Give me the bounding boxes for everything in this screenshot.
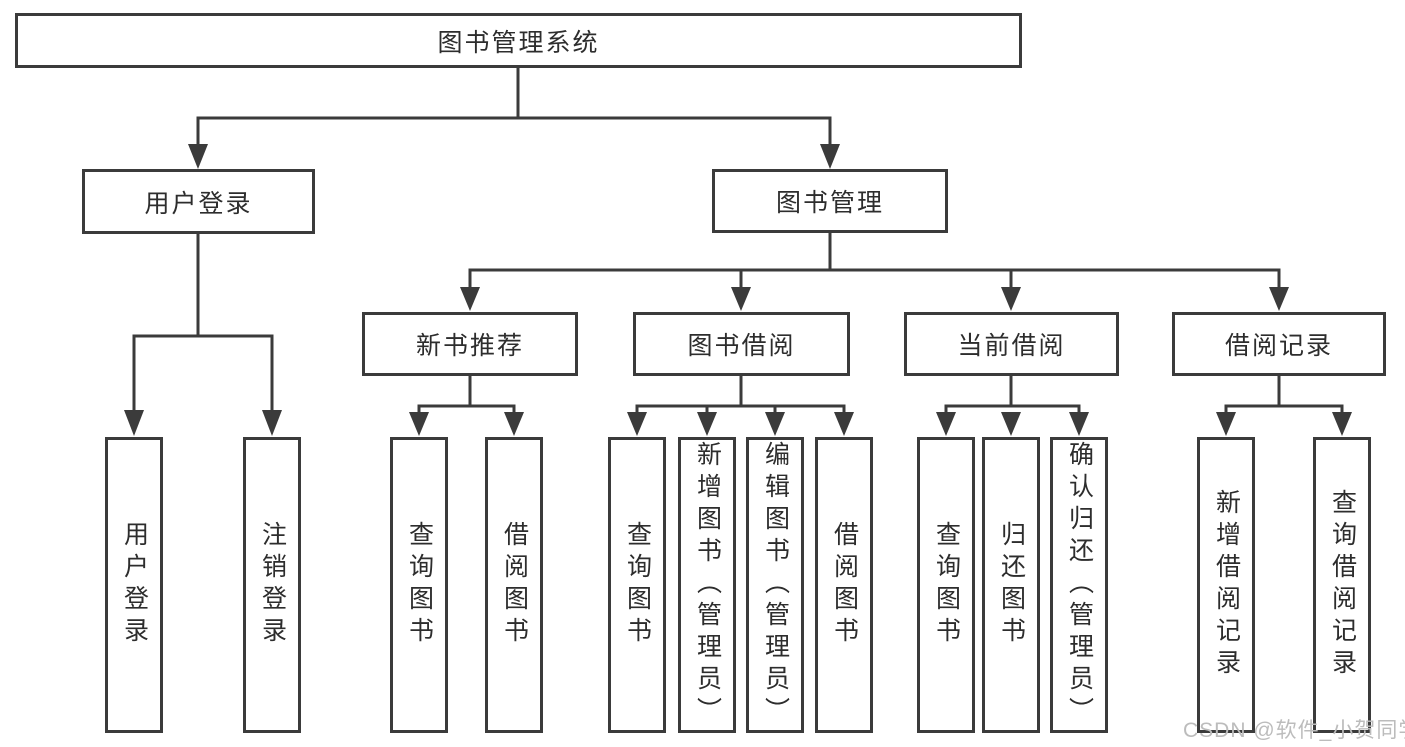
node-current-borrow: 当前借阅 <box>904 312 1119 376</box>
leaf-label: 借阅图书 <box>500 521 529 649</box>
leaf-label: 编辑图书（管理员） <box>761 441 790 729</box>
connector-root-to-level2 <box>196 66 832 148</box>
leaf-query-borrow-record: 查询借阅记录 <box>1313 437 1371 733</box>
leaf-add-borrow-record: 新增借阅记录 <box>1197 437 1255 733</box>
leaf-confirm-return-admin: 确认归还（管理员） <box>1050 437 1108 733</box>
node-label: 当前借阅 <box>957 332 1066 360</box>
node-system-root: 图书管理系统 <box>15 13 1022 68</box>
leaf-borrow-books: 借阅图书 <box>815 437 873 733</box>
connector-current-to-leaves <box>944 374 1081 416</box>
arrowhead <box>834 412 854 436</box>
leaf-borrow-books: 借阅图书 <box>485 437 543 733</box>
node-label: 借阅记录 <box>1224 332 1333 360</box>
leaf-label: 归还图书 <box>997 521 1026 649</box>
leaf-add-books-admin: 新增图书（管理员） <box>678 437 736 733</box>
leaf-label: 查询图书 <box>932 521 961 649</box>
connector-record-to-leaves <box>1224 374 1344 416</box>
node-label: 图书借阅 <box>687 332 796 360</box>
leaf-label: 新增图书（管理员） <box>693 441 722 729</box>
node-label: 新书推荐 <box>415 332 524 360</box>
arrowhead <box>262 410 282 436</box>
connector-newrec-to-leaves <box>417 374 516 416</box>
leaf-query-books: 查询图书 <box>917 437 975 733</box>
leaf-label: 查询借阅记录 <box>1328 489 1357 681</box>
arrowhead <box>936 412 956 436</box>
node-borrow-record: 借阅记录 <box>1172 312 1386 376</box>
connector-borrow-to-leaves <box>635 374 846 416</box>
leaf-query-books: 查询图书 <box>608 437 666 733</box>
node-label: 用户登录 <box>144 189 253 218</box>
arrowhead <box>124 410 144 436</box>
arrowhead <box>820 144 840 169</box>
arrowhead <box>731 287 751 311</box>
leaf-label: 注销登录 <box>258 521 287 649</box>
arrowhead <box>188 144 208 169</box>
arrowhead <box>1069 412 1089 436</box>
arrowhead <box>697 412 717 436</box>
node-book-management: 图书管理 <box>712 169 948 233</box>
leaf-label: 查询图书 <box>405 521 434 649</box>
leaf-label: 借阅图书 <box>830 521 859 649</box>
arrowhead <box>1001 412 1021 436</box>
leaf-query-books: 查询图书 <box>390 437 448 733</box>
node-book-borrow: 图书借阅 <box>633 312 850 376</box>
arrowhead <box>1269 287 1289 311</box>
arrowhead <box>460 287 480 311</box>
leaf-label: 查询图书 <box>623 521 652 649</box>
leaf-return-books: 归还图书 <box>982 437 1040 733</box>
node-new-book-recommend: 新书推荐 <box>362 312 578 376</box>
watermark: CSDN @软件_小贺同学 <box>1183 719 1405 742</box>
arrowhead <box>1001 287 1021 311</box>
leaf-label: 确认归还（管理员） <box>1065 441 1094 729</box>
leaf-edit-books-admin: 编辑图书（管理员） <box>746 437 804 733</box>
node-label: 图书管理系统 <box>437 28 600 57</box>
connector-bookmgmt-to-level3 <box>468 231 1281 291</box>
leaf-label: 用户登录 <box>120 521 149 649</box>
arrowhead <box>1216 412 1236 436</box>
node-label: 图书管理 <box>775 189 884 217</box>
leaf-label: 新增借阅记录 <box>1212 489 1241 681</box>
arrowhead <box>1332 412 1352 436</box>
arrowhead <box>765 412 785 436</box>
connector-userlogin-to-leaves <box>132 232 274 414</box>
node-user-login: 用户登录 <box>82 169 315 234</box>
leaf-user-login: 用户登录 <box>105 437 163 733</box>
arrowhead <box>504 412 524 436</box>
arrowhead <box>627 412 647 436</box>
arrowhead <box>409 412 429 436</box>
leaf-logout: 注销登录 <box>243 437 301 733</box>
